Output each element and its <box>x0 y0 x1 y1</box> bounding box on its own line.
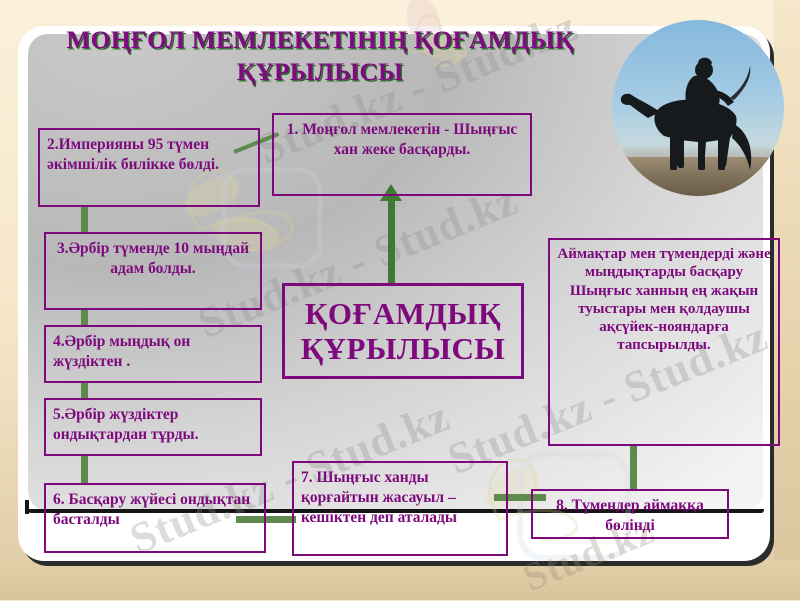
box-2[interactable]: 2.Империяны 95 түмен әкімшілік билікке б… <box>38 128 260 207</box>
box-9[interactable]: Аймақтар мен түмендерді және мыңдықтарды… <box>548 238 780 446</box>
center-box-line-1: ҚОҒАМДЫҚ <box>304 295 502 331</box>
slide-background-bottom-band <box>0 560 800 600</box>
box-1[interactable]: 1. Моңғол мемлекетін - Шыңғыс хан жеке б… <box>272 113 532 196</box>
box-5[interactable]: 5.Әрбір жүздіктер ондықтардан тұрды. <box>44 398 262 456</box>
mongol-warrior-photo <box>612 20 784 196</box>
panel-bottom-edge <box>28 509 764 513</box>
center-box-line-2: ҚҰРЫЛЫСЫ <box>300 331 506 366</box>
connector-box5-to-box6 <box>81 454 88 485</box>
connector-box4-to-box5 <box>81 381 88 400</box>
connector-box2-to-box3 <box>81 205 88 234</box>
box-3[interactable]: 3.Әрбір түменде 10 мыңдай адам болды. <box>44 232 262 310</box>
center-box[interactable]: ҚОҒАМДЫҚ ҚҰРЫЛЫСЫ <box>282 283 524 379</box>
box-4[interactable]: 4.Әрбір мыңдық он жүздіктен . <box>44 325 262 383</box>
box-7[interactable]: 7. Шыңғыс ханды қорғайтын жасауыл – кеші… <box>292 461 508 556</box>
connector-box3-to-box4 <box>81 308 88 327</box>
arrow-up-icon <box>380 184 402 283</box>
page-title: МОҢҒОЛ МЕМЛЕКЕТІНІҢ ҚОҒАМДЫҚ ҚҰРЫЛЫСЫ <box>66 25 574 87</box>
panel-left-edge <box>25 500 29 514</box>
box-8[interactable]: 8. Түмендер аймаққа бөлінді <box>531 489 729 539</box>
connector-box9-to-box8 <box>630 446 637 491</box>
box-6[interactable]: 6. Басқару жүйесі ондықтан басталды <box>44 483 266 553</box>
connector-box7-to-box8 <box>494 494 546 501</box>
connector-box6-to-box7 <box>236 516 296 523</box>
